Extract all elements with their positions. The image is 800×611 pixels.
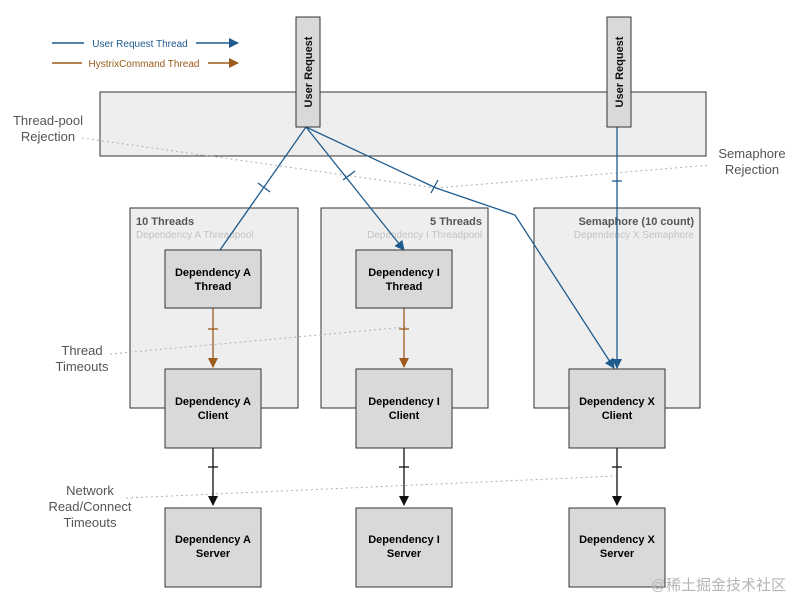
semaphore-rejection-line1: Semaphore bbox=[718, 146, 785, 161]
thread-pool-rejection-line1: Thread-pool bbox=[13, 113, 83, 128]
user-request-box-1 bbox=[295, 16, 321, 128]
dependency-a-thread-line1: Dependency A bbox=[175, 267, 251, 279]
dependency-i-server-line2: Server bbox=[387, 548, 422, 560]
dependency-a-thread: Dependency A Thread bbox=[164, 249, 262, 309]
network-timeouts-line3: Timeouts bbox=[64, 515, 117, 530]
group-a-title: 10 Threads bbox=[136, 216, 194, 228]
dependency-x-server-line2: Server bbox=[600, 548, 635, 560]
group-a-subtitle: Dependency A Threadpool bbox=[136, 230, 254, 241]
thread-timeouts-line2: Timeouts bbox=[56, 359, 109, 374]
network-timeouts-label: Network Read/Connect Timeouts bbox=[48, 483, 131, 530]
user-request-label-2: User Request bbox=[614, 36, 626, 107]
dotted-leaders bbox=[81, 137, 711, 499]
user-request-box-2 bbox=[606, 16, 632, 128]
dependency-i-thread-line1: Dependency I bbox=[368, 267, 440, 279]
dependency-a-client-line1: Dependency A bbox=[175, 396, 251, 408]
dependency-x-client: Dependency X Client bbox=[568, 368, 666, 449]
dependency-a-thread-line2: Thread bbox=[195, 281, 232, 293]
thread-pool-rejection-label: Thread-pool Rejection bbox=[13, 113, 83, 144]
user-request-label-1: User Request bbox=[303, 36, 315, 107]
rejection-ticks bbox=[257, 170, 622, 194]
dependency-i-thread-line2: Thread bbox=[386, 281, 423, 293]
dependency-x-server: Dependency X Server bbox=[568, 507, 666, 588]
hystrix-thread-flows bbox=[208, 308, 409, 368]
semaphore-rejection-label: Semaphore Rejection bbox=[718, 146, 785, 177]
dependency-a-server: Dependency A Server bbox=[164, 507, 262, 588]
group-x-subtitle: Dependency X Semaphore bbox=[574, 230, 695, 241]
network-flows bbox=[208, 448, 622, 506]
thread-pool-rejection-line2: Rejection bbox=[21, 129, 75, 144]
group-x-title: Semaphore (10 count) bbox=[578, 216, 694, 228]
dependency-i-server-line1: Dependency I bbox=[368, 534, 440, 546]
dependency-a-server-line2: Server bbox=[196, 548, 231, 560]
network-timeouts-line2: Read/Connect bbox=[48, 499, 131, 514]
watermark: @稀土掘金技术社区 bbox=[651, 577, 786, 594]
dependency-a-server-line1: Dependency A bbox=[175, 534, 251, 546]
dependency-i-client: Dependency I Client bbox=[355, 368, 453, 449]
legend: User Request Thread HystrixCommand Threa… bbox=[52, 35, 239, 71]
dependency-x-client-line1: Dependency X bbox=[579, 396, 655, 408]
dependency-x-server-line1: Dependency X bbox=[579, 534, 655, 546]
dependency-i-client-line2: Client bbox=[389, 410, 420, 422]
dependency-x-client-line2: Client bbox=[602, 410, 633, 422]
group-i-title: 5 Threads bbox=[430, 216, 482, 228]
dependency-a-client: Dependency A Client bbox=[164, 368, 262, 449]
request-container bbox=[99, 91, 707, 157]
network-timeouts-line1: Network bbox=[66, 483, 114, 498]
user-request-flows bbox=[212, 126, 622, 369]
dependency-i-thread: Dependency I Thread bbox=[355, 249, 453, 309]
thread-timeouts-line1: Thread bbox=[61, 343, 102, 358]
dependency-a-client-line2: Client bbox=[198, 410, 229, 422]
dependency-i-client-line1: Dependency I bbox=[368, 396, 440, 408]
group-i-subtitle: Dependency I Threadpool bbox=[367, 230, 482, 241]
legend-hystrix-label: HystrixCommand Thread bbox=[89, 59, 200, 70]
semaphore-rejection-line2: Rejection bbox=[725, 162, 779, 177]
legend-user-request-label: User Request Thread bbox=[92, 39, 187, 50]
thread-timeouts-label: Thread Timeouts bbox=[56, 343, 109, 374]
dependency-i-server: Dependency I Server bbox=[355, 507, 453, 588]
